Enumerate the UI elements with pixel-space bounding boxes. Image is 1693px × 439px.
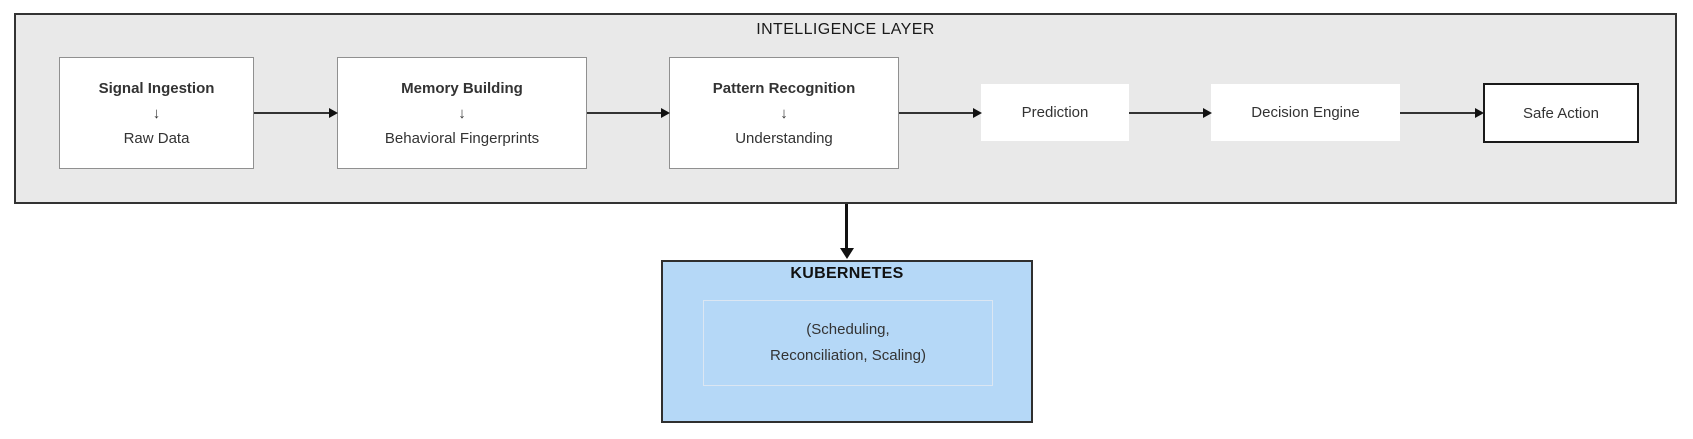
- flow-arrow-icon: [1400, 112, 1475, 114]
- flow-arrow-icon: [1129, 112, 1203, 114]
- kubernetes-detail-box: (Scheduling, Reconciliation, Scaling): [703, 300, 993, 386]
- node-label: Pattern Recognition: [712, 79, 856, 97]
- node-label: Decision Engine: [1251, 104, 1360, 121]
- node-label: Safe Action: [1523, 104, 1599, 122]
- node-sublabel: Raw Data: [123, 129, 190, 147]
- flow-arrow-icon: [254, 112, 329, 114]
- node-memory-building: Memory Building ↓ Behavioral Fingerprint…: [337, 57, 587, 169]
- node-label: Signal Ingestion: [98, 79, 215, 97]
- node-prediction: Prediction: [981, 84, 1129, 141]
- kubernetes-title: KUBERNETES: [790, 265, 904, 282]
- node-pattern-recognition: Pattern Recognition ↓ Understanding: [669, 57, 899, 169]
- down-arrow-glyph: ↓: [152, 104, 161, 122]
- down-arrow-glyph: ↓: [458, 104, 466, 122]
- node-sublabel: Behavioral Fingerprints: [384, 129, 540, 147]
- kubernetes-detail-line: (Scheduling,: [806, 321, 890, 338]
- node-safe-action: Safe Action: [1483, 83, 1639, 143]
- node-decision-engine: Decision Engine: [1211, 84, 1400, 141]
- node-sublabel: Understanding: [735, 129, 833, 147]
- intelligence-layer-container: INTELLIGENCE LAYER Signal Ingestion ↓ Ra…: [14, 13, 1677, 204]
- kubernetes-container: KUBERNETES (Scheduling, Reconciliation, …: [661, 260, 1033, 423]
- kubernetes-detail-line: Reconciliation, Scaling): [770, 347, 926, 364]
- node-label: Memory Building: [401, 79, 523, 97]
- flow-arrow-icon: [587, 112, 661, 114]
- down-flow-arrow-icon: [845, 204, 848, 249]
- node-label: Prediction: [1021, 104, 1089, 121]
- down-arrow-glyph: ↓: [780, 104, 788, 122]
- intelligence-layer-title: INTELLIGENCE LAYER: [756, 21, 935, 38]
- node-signal-ingestion: Signal Ingestion ↓ Raw Data: [59, 57, 254, 169]
- flow-arrow-icon: [899, 112, 973, 114]
